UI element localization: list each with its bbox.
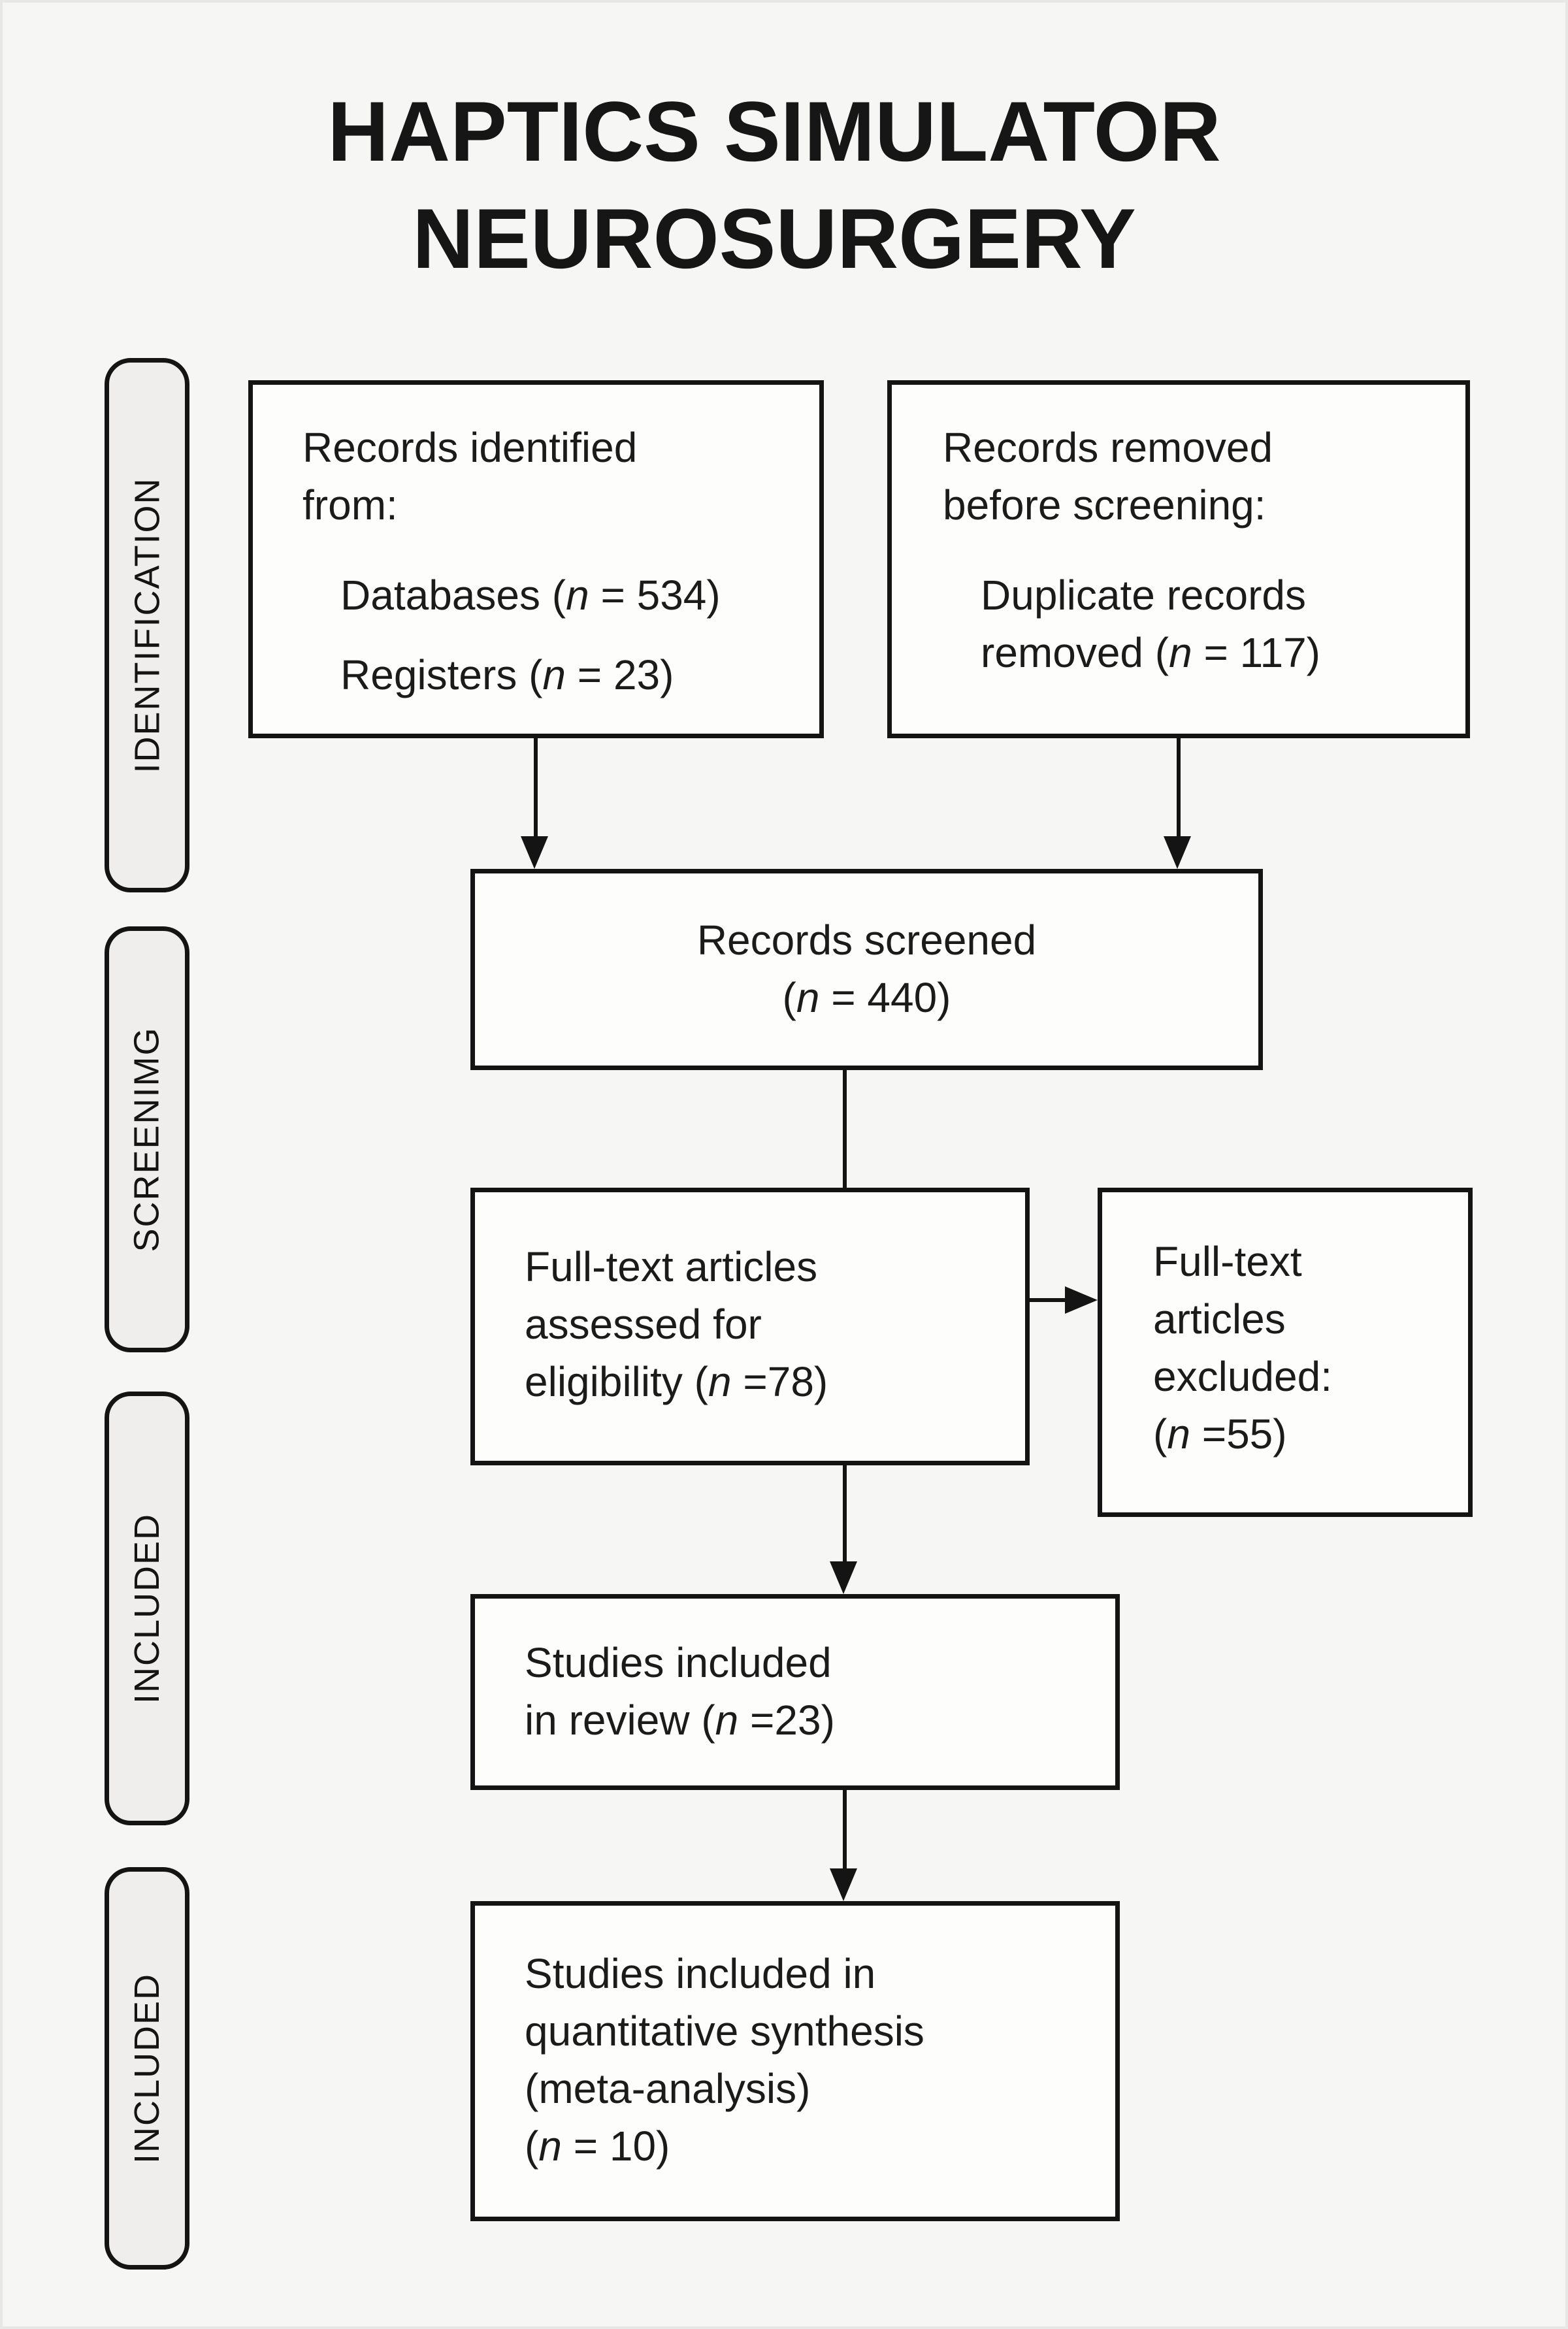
arrow-right-icon [1065, 1286, 1098, 1314]
box-line: Full-text [1153, 1238, 1302, 1285]
flow-line [843, 1465, 847, 1563]
box-line: (n = 10) [525, 2123, 670, 2170]
box-fulltext-assessed: Full-text articles assessed for eligibil… [470, 1188, 1030, 1465]
flow-line [1030, 1298, 1068, 1302]
box-line: Records removed [943, 424, 1273, 471]
box-line: assessed for [525, 1301, 762, 1348]
box-line: quantitative synthesis [525, 2008, 924, 2055]
box-line: eligibility (n =78) [525, 1358, 828, 1405]
stage-pill-label: IDENTIFICATION [127, 477, 167, 774]
arrow-down-icon [521, 836, 548, 869]
box-records-identified: Records identified from: Databases (n = … [248, 380, 824, 738]
diagram-title-line1: HAPTICS SIMULATOR [327, 84, 1221, 179]
box-line: from: [302, 481, 398, 529]
box-line: Duplicate records [981, 572, 1306, 619]
stage-pill-identification: IDENTIFICATION [105, 358, 189, 892]
box-line: Full-text articles [525, 1243, 818, 1290]
box-included-meta: Studies included in quantitative synthes… [470, 1901, 1120, 2221]
box-line: (meta-analysis) [525, 2065, 811, 2112]
diagram-title: HAPTICS SIMULATOR NEUROSURGERY [0, 78, 1548, 293]
flow-line [534, 738, 538, 838]
box-line: articles [1153, 1295, 1286, 1343]
box-line: removed (n = 117) [981, 629, 1320, 676]
box-line: Records screened [696, 917, 1037, 964]
box-line: Databases (n = 534) [340, 572, 721, 619]
box-line: Studies included [525, 1639, 832, 1686]
box-records-screened: Records screened (n = 440) [470, 869, 1263, 1070]
stage-pill-label: SCREENIMG [127, 1026, 167, 1252]
stage-pill-label: INCLUDED [127, 1512, 167, 1704]
arrow-down-icon [1164, 836, 1191, 869]
box-line: before screening: [943, 481, 1266, 529]
box-line: in review (n =23) [525, 1697, 835, 1744]
stage-pill-screening: SCREENIMG [105, 926, 189, 1352]
flow-line [843, 1070, 847, 1188]
box-line: Registers (n = 23) [340, 651, 674, 698]
box-records-removed: Records removed before screening: Duplic… [887, 380, 1470, 738]
box-line: Studies included in [525, 1950, 876, 1997]
stage-pill-included-2: INCLUDED [105, 1867, 189, 2270]
flow-line [1177, 738, 1181, 838]
box-line: excluded: [1153, 1353, 1332, 1400]
box-line: Records identified [302, 424, 638, 471]
box-included-review: Studies included in review (n =23) [470, 1594, 1120, 1790]
box-line: (n =55) [1153, 1410, 1287, 1458]
stage-pill-included-1: INCLUDED [105, 1392, 189, 1825]
arrow-down-icon [830, 1561, 857, 1594]
flow-line [843, 1790, 847, 1870]
box-fulltext-excluded: Full-text articles excluded: (n =55) [1098, 1188, 1473, 1517]
box-line: (n = 440) [782, 974, 951, 1021]
arrow-down-icon [830, 1868, 857, 1901]
stage-pill-label: INCLUDED [127, 1972, 167, 2164]
diagram-title-line2: NEUROSURGERY [412, 190, 1136, 286]
